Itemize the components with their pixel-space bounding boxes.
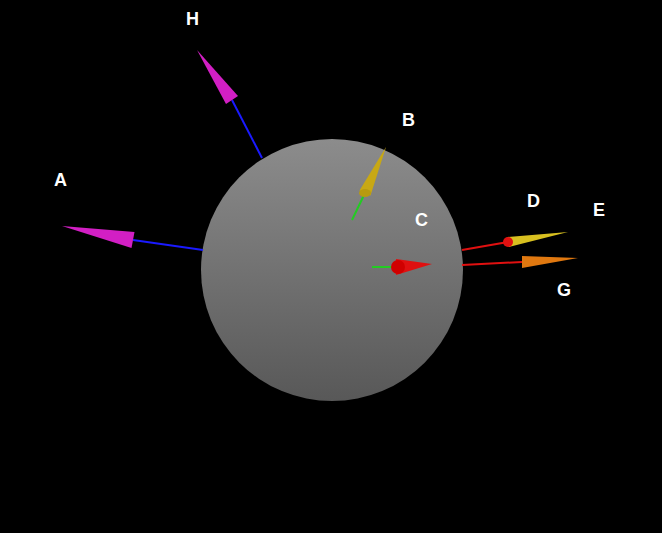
vector-label: A — [54, 171, 67, 189]
vector-label: D — [527, 192, 540, 210]
vector-label: C — [415, 211, 428, 229]
vector-head-base — [503, 237, 513, 247]
vector-shaft — [462, 242, 508, 250]
vector-head — [62, 226, 135, 248]
vector-head — [360, 147, 387, 196]
vector-shaft — [372, 266, 392, 268]
vector-label: G — [557, 281, 571, 299]
vector-label: H — [186, 10, 199, 28]
vector-head — [522, 256, 578, 268]
vector-shaft — [462, 262, 522, 265]
vector-shaft — [133, 240, 203, 250]
sphere — [201, 139, 463, 401]
vector-label: B — [402, 111, 415, 129]
vector-head — [197, 50, 238, 104]
vector-head-base — [359, 189, 371, 197]
vector-shaft — [232, 100, 262, 158]
vector-head-base — [391, 260, 405, 274]
vector-shaft — [352, 193, 365, 220]
vector-head — [507, 232, 568, 247]
vector-label: E — [593, 201, 605, 219]
